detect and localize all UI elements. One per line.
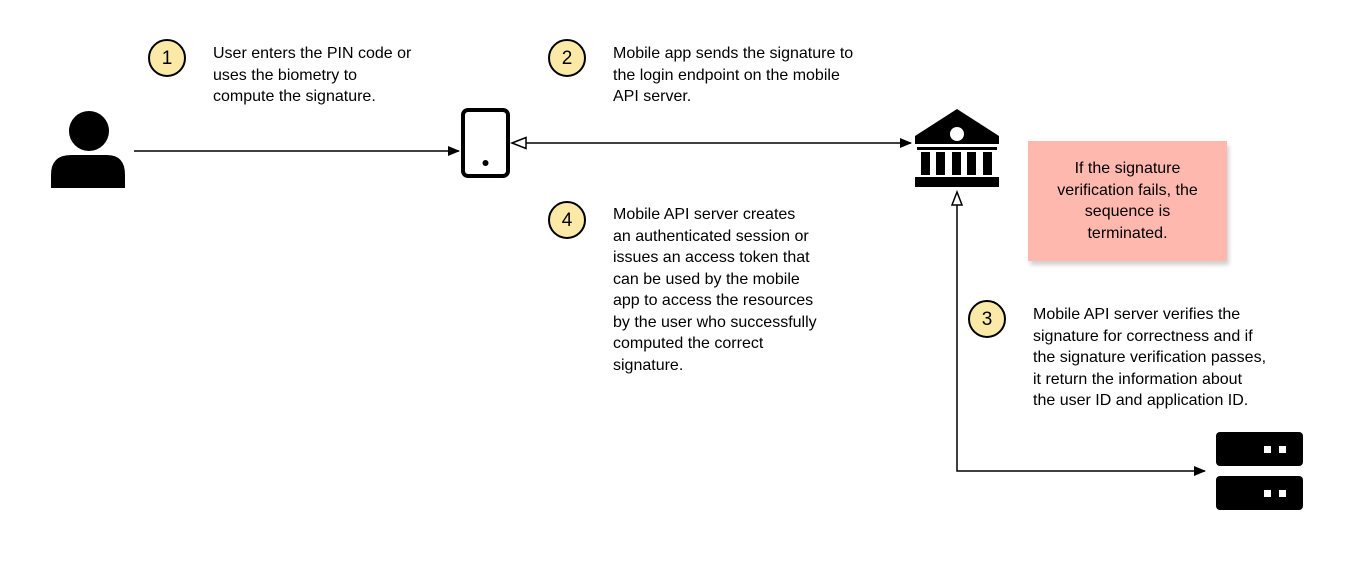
user-icon — [51, 111, 125, 188]
step-1-number: 1 — [161, 47, 173, 69]
failure-note: If the signature verification fails, the… — [1028, 141, 1227, 261]
step-4-number: 4 — [561, 209, 573, 231]
step-1-badge: 1 — [148, 39, 186, 77]
step-3-text: Mobile API server verifies the signature… — [1033, 306, 1267, 409]
mobile-phone-icon — [461, 108, 510, 178]
step-2-badge: 2 — [548, 39, 586, 77]
failure-note-text: If the signature verification fails, the… — [1057, 160, 1198, 242]
step-2-text: Mobile app sends the signature to the lo… — [613, 45, 854, 105]
step-1-text: User enters the PIN code or uses the bio… — [213, 45, 412, 105]
step-4-badge: 4 — [548, 201, 586, 239]
arrow-phone-api — [509, 136, 912, 150]
server-icon — [1216, 432, 1303, 510]
step-3-number: 3 — [981, 308, 993, 330]
step-4-text: Mobile API server creates an authenticat… — [613, 206, 817, 374]
arrow-api-server-db — [950, 189, 1206, 476]
step-3-badge: 3 — [968, 300, 1006, 338]
step-2-number: 2 — [561, 47, 573, 69]
bank-building-icon — [915, 109, 999, 187]
